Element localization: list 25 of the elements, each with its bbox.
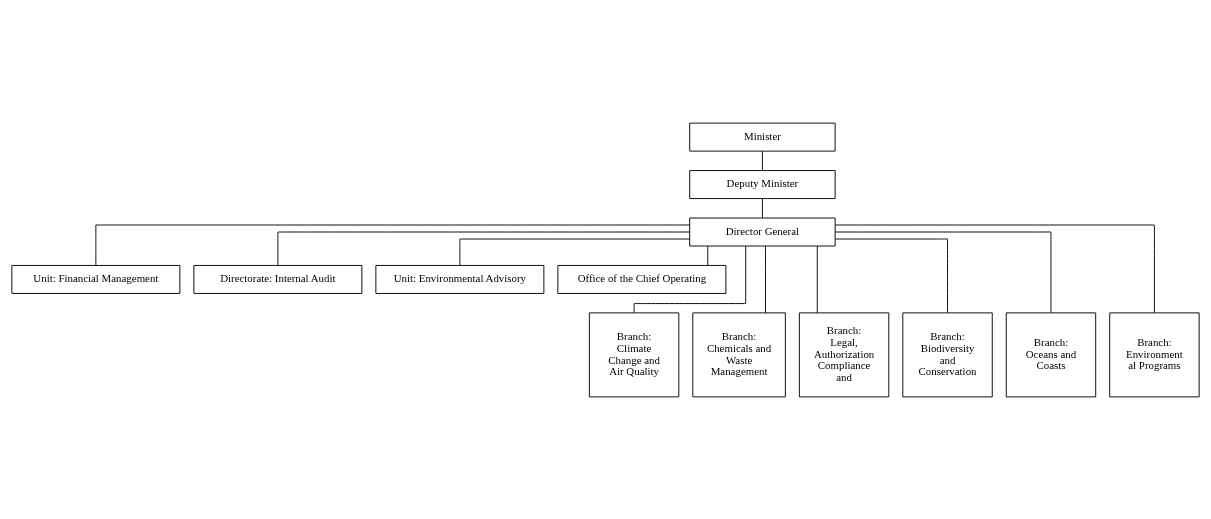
- connector: [277, 231, 691, 266]
- node-box: Deputy Minister: [689, 169, 836, 199]
- node-box: Branch: Oceans and Coasts: [1005, 311, 1097, 397]
- connector: [834, 224, 1155, 313]
- connector: [95, 224, 690, 266]
- connector: [765, 245, 766, 313]
- node-box: Branch: Legal, Authorization Compliance and: [798, 311, 890, 397]
- node-box: Directorate: Internal Audit: [193, 264, 363, 294]
- connector: [761, 197, 763, 218]
- connector: [707, 245, 709, 266]
- connector: [761, 150, 763, 171]
- connector: [834, 231, 1052, 313]
- node-box: Branch: Chemicals and Waste Management: [692, 311, 786, 397]
- node-box: Minister: [689, 122, 836, 152]
- node-box: Unit: Environmental Advisory: [375, 264, 545, 294]
- connector: [834, 238, 948, 313]
- node-box: Director General: [689, 217, 836, 246]
- node-box: Office of the Chief Operating: [557, 264, 727, 294]
- node-box: Branch: Biodiversity and Conservation: [902, 311, 993, 397]
- connector: [816, 245, 818, 313]
- node-box: Branch: Climate Change and Air Quality: [588, 311, 680, 397]
- connector: [633, 245, 747, 313]
- node-box: Unit: Financial Management: [11, 264, 181, 294]
- node-box: Branch: Environment al Programs: [1109, 311, 1200, 397]
- connector: [459, 238, 691, 266]
